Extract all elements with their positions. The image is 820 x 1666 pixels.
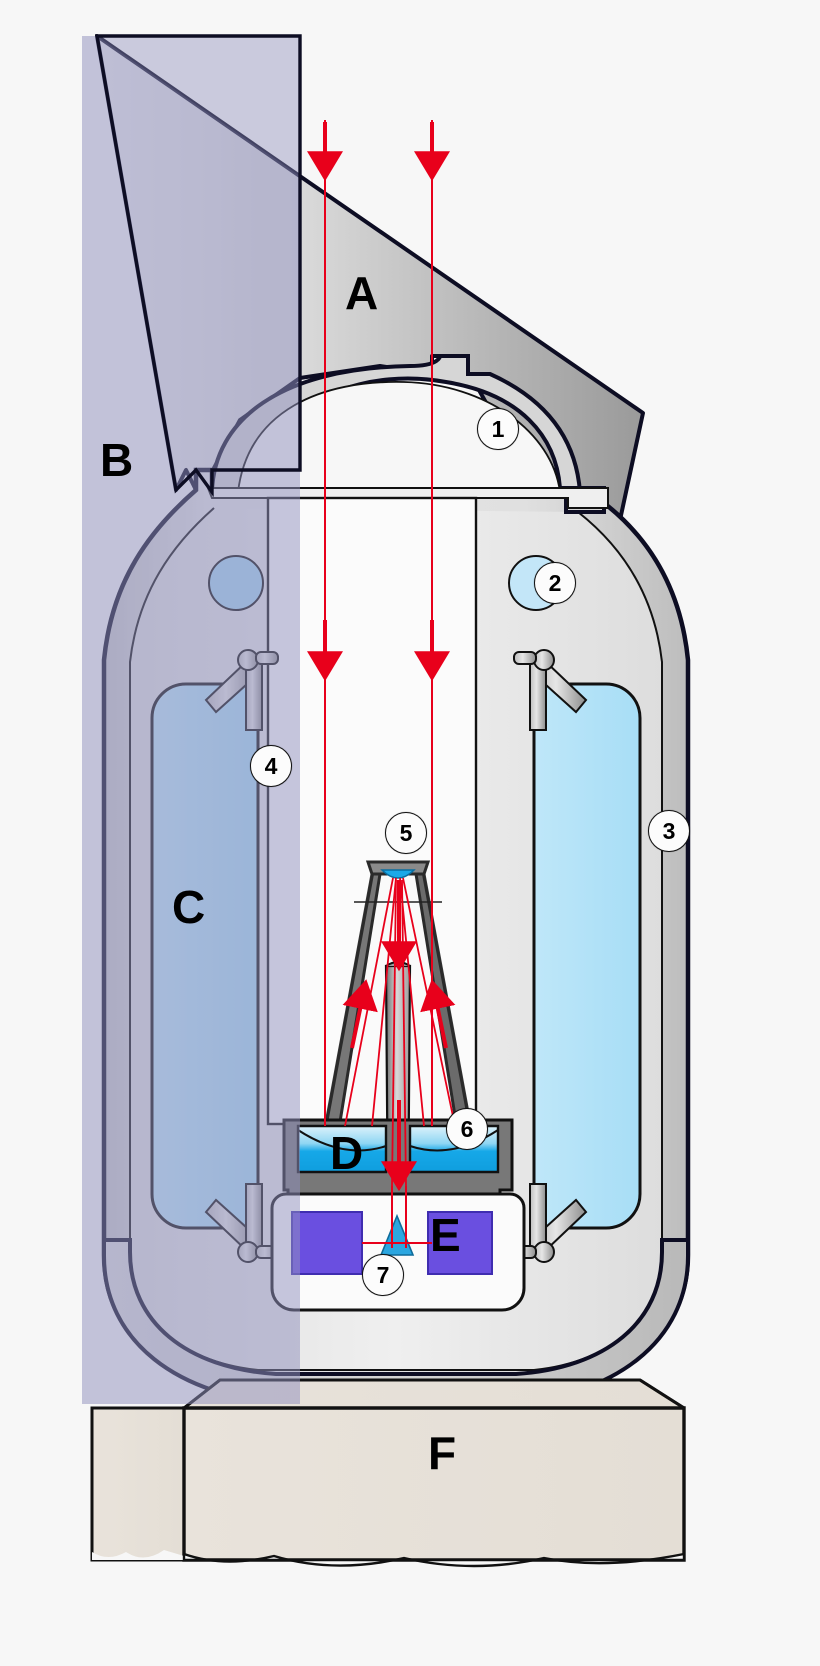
support-base [90,1378,686,1568]
aperture-dome [206,354,609,514]
thruster-port-left [208,555,264,611]
callout-4-light-baffle[interactable]: 4 [250,745,292,787]
instrument-module [270,1192,526,1312]
callout-6-primary-mirror[interactable]: 6 [446,1108,488,1150]
callout-2-thruster-port[interactable]: 2 [534,562,576,604]
cutaway-plane-overlay [82,34,302,1404]
panel-strut-upper-left [204,649,279,731]
callout-5-secondary-mirror[interactable]: 5 [385,812,427,854]
callout-3-outer-hull[interactable]: 3 [648,810,690,852]
light-rays [307,120,456,1248]
solar-array-right [532,682,642,1230]
callout-1-aperture-door[interactable]: 1 [477,408,519,450]
support-ring [102,1238,690,1406]
callout-7-detector-prism[interactable]: 7 [362,1254,404,1296]
panel-strut-upper-right [513,649,588,731]
panel-strut-lower-right [513,1183,588,1263]
